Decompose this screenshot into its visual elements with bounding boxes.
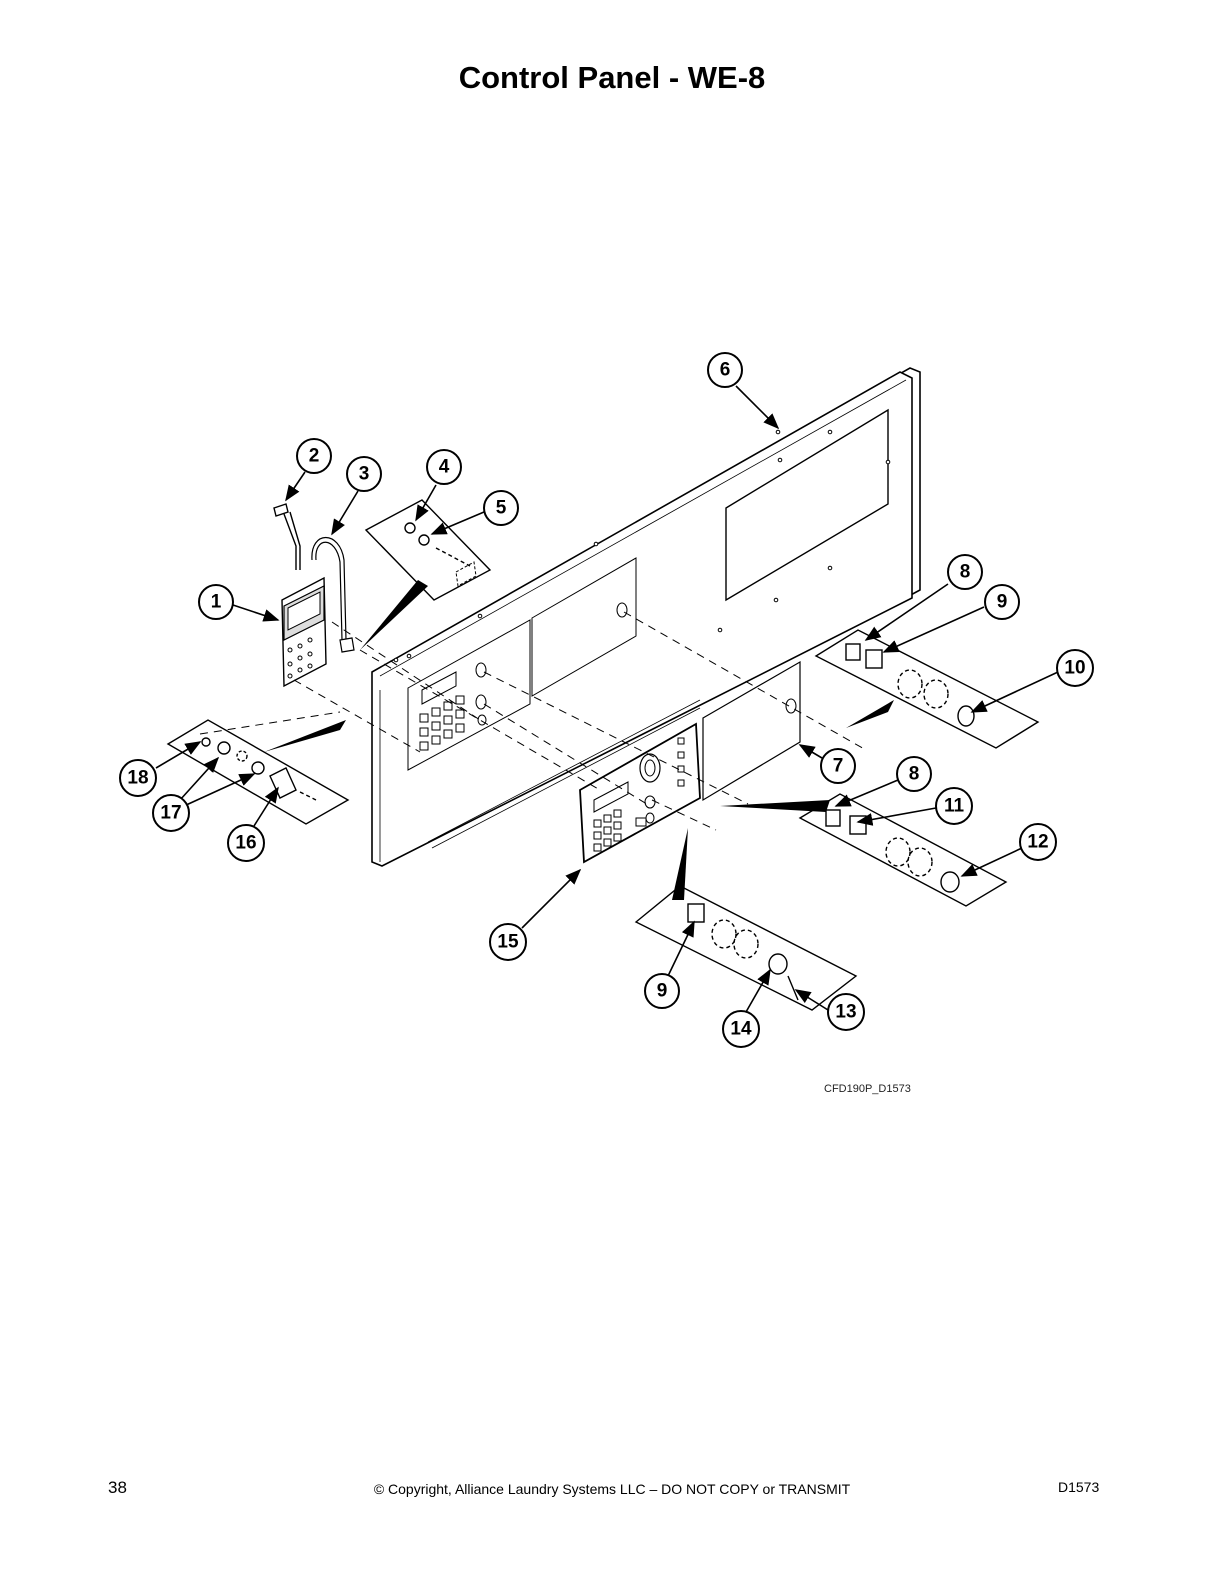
callout-numbers: 1 2 3 4 5 6 7 8 9 10 8 11 12 13 14 15 9 … xyxy=(127,360,1085,1040)
alignment-lines xyxy=(199,611,867,831)
callout-5: 5 xyxy=(496,498,507,519)
callout-18: 18 xyxy=(127,768,148,789)
detail-box-4-5 xyxy=(364,499,492,601)
callout-13: 13 xyxy=(835,1002,856,1023)
callout-10: 10 xyxy=(1064,658,1085,679)
callout-16: 16 xyxy=(235,833,256,854)
wire-harness xyxy=(311,536,355,653)
callout-2: 2 xyxy=(309,446,320,467)
detail-pointer-4-5 xyxy=(360,580,428,650)
callout-9b: 9 xyxy=(657,981,668,1002)
panel-holes xyxy=(393,429,891,726)
callout-17: 17 xyxy=(160,803,181,824)
detail-pointer-8-9-10 xyxy=(846,700,894,728)
callout-6: 6 xyxy=(720,360,731,381)
control-panel-frame xyxy=(371,367,921,867)
detail-box-16-18 xyxy=(166,719,350,825)
detail-pointer-16-18 xyxy=(264,720,346,752)
document-code: D1573 xyxy=(1058,1479,1100,1495)
callout-11: 11 xyxy=(944,796,965,817)
keypad-overlay xyxy=(579,722,701,864)
callout-8b: 8 xyxy=(909,764,920,785)
callout-1: 1 xyxy=(211,592,222,613)
callout-circles xyxy=(119,352,1094,1048)
callout-3: 3 xyxy=(359,464,370,485)
callout-leaders xyxy=(155,385,1059,1013)
callout-15: 15 xyxy=(497,932,519,953)
callout-8: 8 xyxy=(960,562,971,583)
page-title: Control Panel - WE-8 xyxy=(458,60,766,95)
callout-7: 7 xyxy=(833,756,844,777)
detail-box-8-9-10 xyxy=(814,629,1040,749)
detail-pointer-8-11-12 xyxy=(720,800,830,812)
detail-pointer-9-13-14 xyxy=(672,828,688,900)
detail-box-8-11-12 xyxy=(798,793,1008,907)
figure-id: CFD190P_D1573 xyxy=(824,1083,911,1095)
callout-4: 4 xyxy=(439,457,450,478)
ribbon-cable xyxy=(273,503,301,570)
panel-keypad xyxy=(419,671,465,751)
callout-12: 12 xyxy=(1027,832,1048,853)
control-board xyxy=(281,576,327,688)
page-number: 38 xyxy=(108,1478,127,1497)
callout-9: 9 xyxy=(997,592,1008,613)
copyright-notice: © Copyright, Alliance Laundry Systems LL… xyxy=(373,1481,851,1497)
callout-14: 14 xyxy=(730,1019,752,1040)
